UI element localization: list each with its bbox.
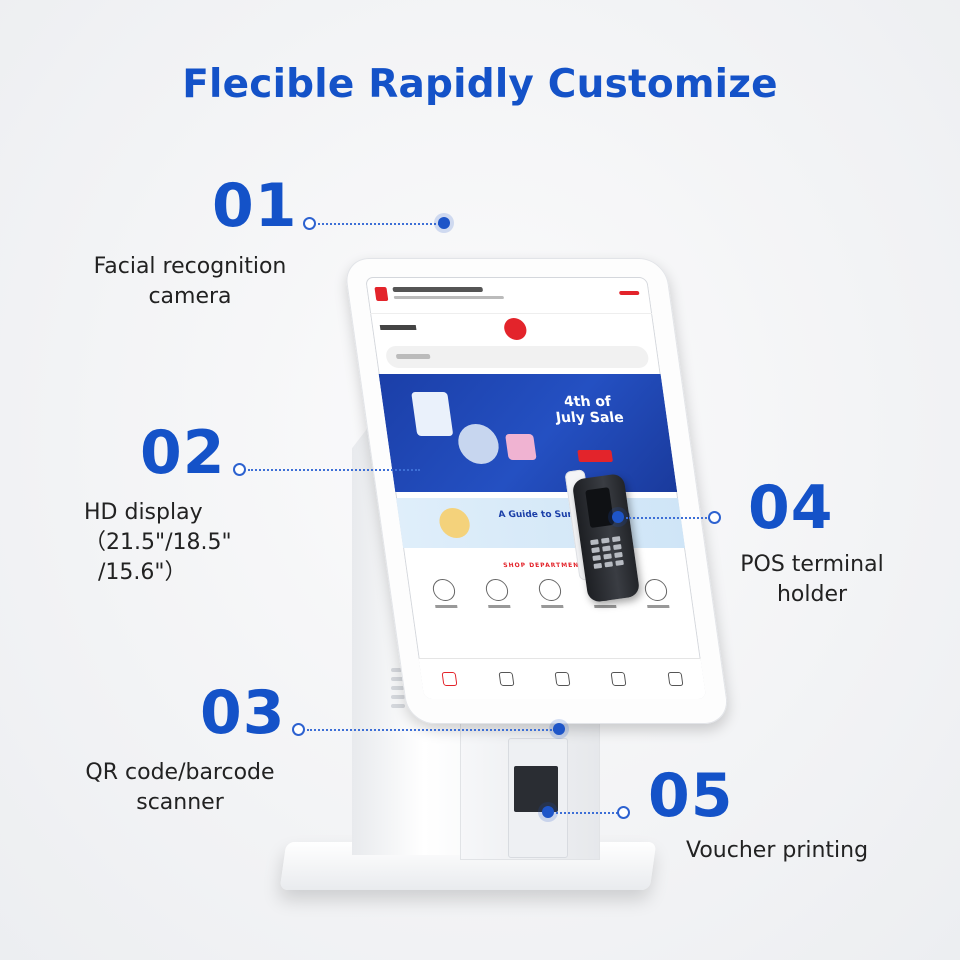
screen-text-line	[392, 287, 484, 292]
health-icon	[643, 579, 669, 601]
screen-guide-banner: A Guide to Sun Protection	[396, 498, 686, 548]
callout-line	[248, 469, 420, 471]
community-icon	[554, 672, 571, 686]
home-icon	[441, 672, 458, 686]
cart-icon	[610, 672, 627, 686]
feature-label: HD display （21.5"/18.5" /15.6"）	[84, 498, 284, 588]
feature-number: 01	[212, 171, 298, 241]
screen-text-line	[379, 325, 417, 330]
callout-ring	[708, 511, 721, 524]
snack-icon	[484, 579, 510, 601]
feature-number: 02	[140, 418, 226, 488]
feature-label: Voucher printing	[686, 836, 926, 866]
product-image	[455, 424, 502, 464]
callout-line	[556, 812, 618, 814]
feature-label-line: /15.6"）	[98, 560, 187, 585]
department-labels	[411, 601, 694, 608]
beverage-icon	[537, 579, 563, 601]
feature-label-line: （21.5"/18.5"	[84, 530, 232, 555]
banner-button	[577, 450, 614, 462]
callout-dot	[553, 723, 565, 735]
feature-label: POS terminal holder	[712, 550, 912, 610]
callout-ring	[233, 463, 246, 476]
feature-label-line: Facial recognition	[93, 254, 287, 279]
feature-label: QR code/barcode scanner	[55, 758, 305, 818]
product-image	[505, 434, 537, 460]
feature-label: Facial recognition camera	[70, 252, 310, 312]
feature-number: 04	[748, 473, 834, 543]
screen-bottom-nav	[418, 658, 707, 699]
target-logo-icon	[502, 318, 528, 340]
screen-ship-row	[370, 314, 656, 344]
callout-ring	[303, 217, 316, 230]
screen-text-line	[393, 296, 505, 299]
department-icons	[406, 569, 692, 601]
product-image	[437, 508, 472, 538]
callout-line	[307, 729, 555, 731]
account-icon	[667, 672, 684, 686]
feature-label-line: holder	[776, 582, 848, 607]
section-label: SHOP DEPARTMENTS	[502, 562, 591, 569]
callout-dot	[542, 806, 554, 818]
speaker-grille-icon	[385, 668, 411, 728]
store-logo-icon	[374, 287, 389, 301]
feature-number: 05	[648, 761, 734, 831]
pos-screen	[585, 487, 615, 529]
banner-text: 4th of July Sale	[554, 394, 625, 426]
feature-label-line: scanner	[136, 790, 224, 815]
feature-label-line: camera	[148, 284, 232, 309]
feature-label-line: Voucher printing	[686, 838, 869, 863]
shop-icon	[498, 672, 515, 686]
callout-dot	[438, 217, 450, 229]
page-title: Flecible Rapidly Customize	[182, 62, 778, 107]
feature-number: 03	[200, 678, 286, 748]
callout-line	[318, 223, 440, 225]
screen-search-bar	[384, 346, 650, 368]
pos-keypad	[590, 536, 624, 569]
callout-line	[626, 517, 710, 519]
screen-link	[618, 291, 640, 295]
product-image	[411, 392, 454, 436]
callout-ring	[292, 723, 305, 736]
grocery-icon	[431, 579, 457, 601]
callout-dot	[612, 511, 624, 523]
feature-label-line: HD display	[84, 500, 203, 525]
screen-sale-banner: 4th of July Sale	[378, 374, 678, 492]
kiosk-screen: 4th of July Sale A Guide to Sun Protecti…	[365, 277, 707, 699]
printer-panel	[514, 766, 558, 812]
callout-ring	[617, 806, 630, 819]
feature-label-line: POS terminal	[740, 552, 884, 577]
feature-label-line: QR code/barcode	[85, 760, 275, 785]
screen-top-bar	[365, 277, 653, 314]
